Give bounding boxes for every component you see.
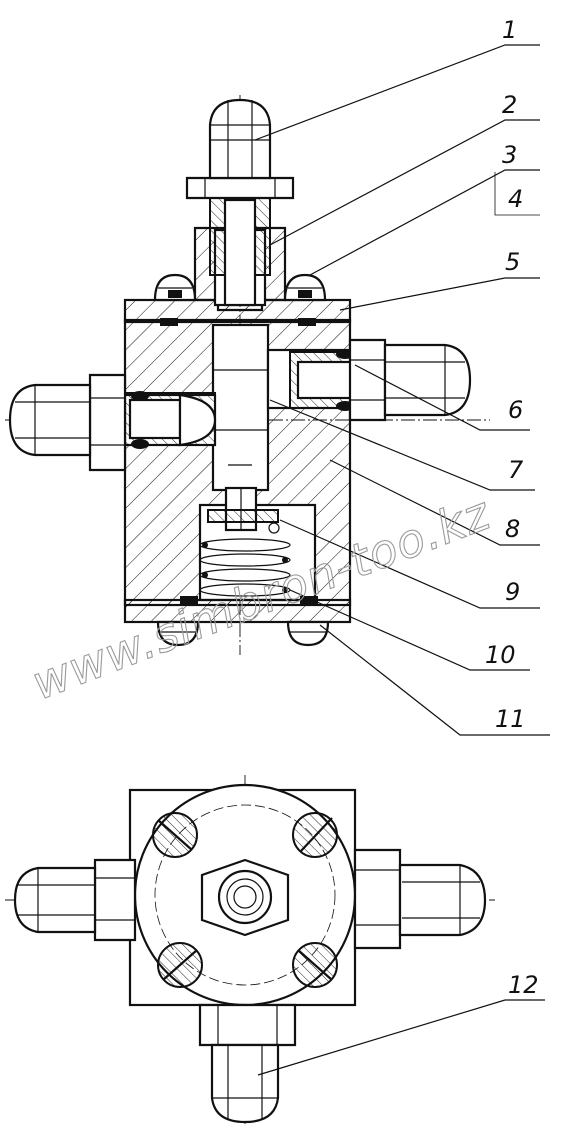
- seal: [160, 318, 178, 326]
- top-fitting-part-1: [185, 98, 295, 307]
- spring-plate-part-9: [207, 509, 279, 523]
- bottom-fitting-part-12: [198, 1003, 297, 1124]
- label-12: 12: [508, 971, 539, 999]
- label-10: 10: [485, 641, 516, 669]
- left-fitting-plan: [13, 858, 137, 942]
- right-fitting-part-6: [289, 338, 472, 422]
- seal: [180, 596, 198, 604]
- plan-view: 12: [5, 775, 545, 1125]
- section-view: 1 2 3 4 5 6 7 8 9 10 11: [5, 16, 550, 736]
- label-9: 9: [505, 578, 520, 606]
- central-hex-nut: [200, 858, 290, 937]
- right-fitting-plan: [353, 848, 487, 950]
- cover-part-11: [123, 598, 352, 624]
- cover-screws: [152, 812, 338, 988]
- label-8: 8: [505, 515, 520, 543]
- spring-part-10: [199, 538, 291, 597]
- label-1: 1: [502, 16, 517, 44]
- leader-line-12: [257, 999, 545, 1076]
- label-2: 2: [502, 91, 517, 119]
- seal: [300, 596, 318, 604]
- label-7: 7: [508, 456, 524, 484]
- label-11: 11: [495, 705, 526, 733]
- top-screws-part-3: [153, 273, 327, 302]
- label-4: 4: [508, 185, 523, 213]
- seal: [298, 318, 316, 326]
- label-6: 6: [508, 396, 523, 424]
- leader-lines: [254, 44, 550, 736]
- label-5: 5: [505, 248, 520, 276]
- bottom-screws: [156, 620, 330, 647]
- left-fitting: [8, 373, 217, 472]
- label-3: 3: [502, 141, 517, 169]
